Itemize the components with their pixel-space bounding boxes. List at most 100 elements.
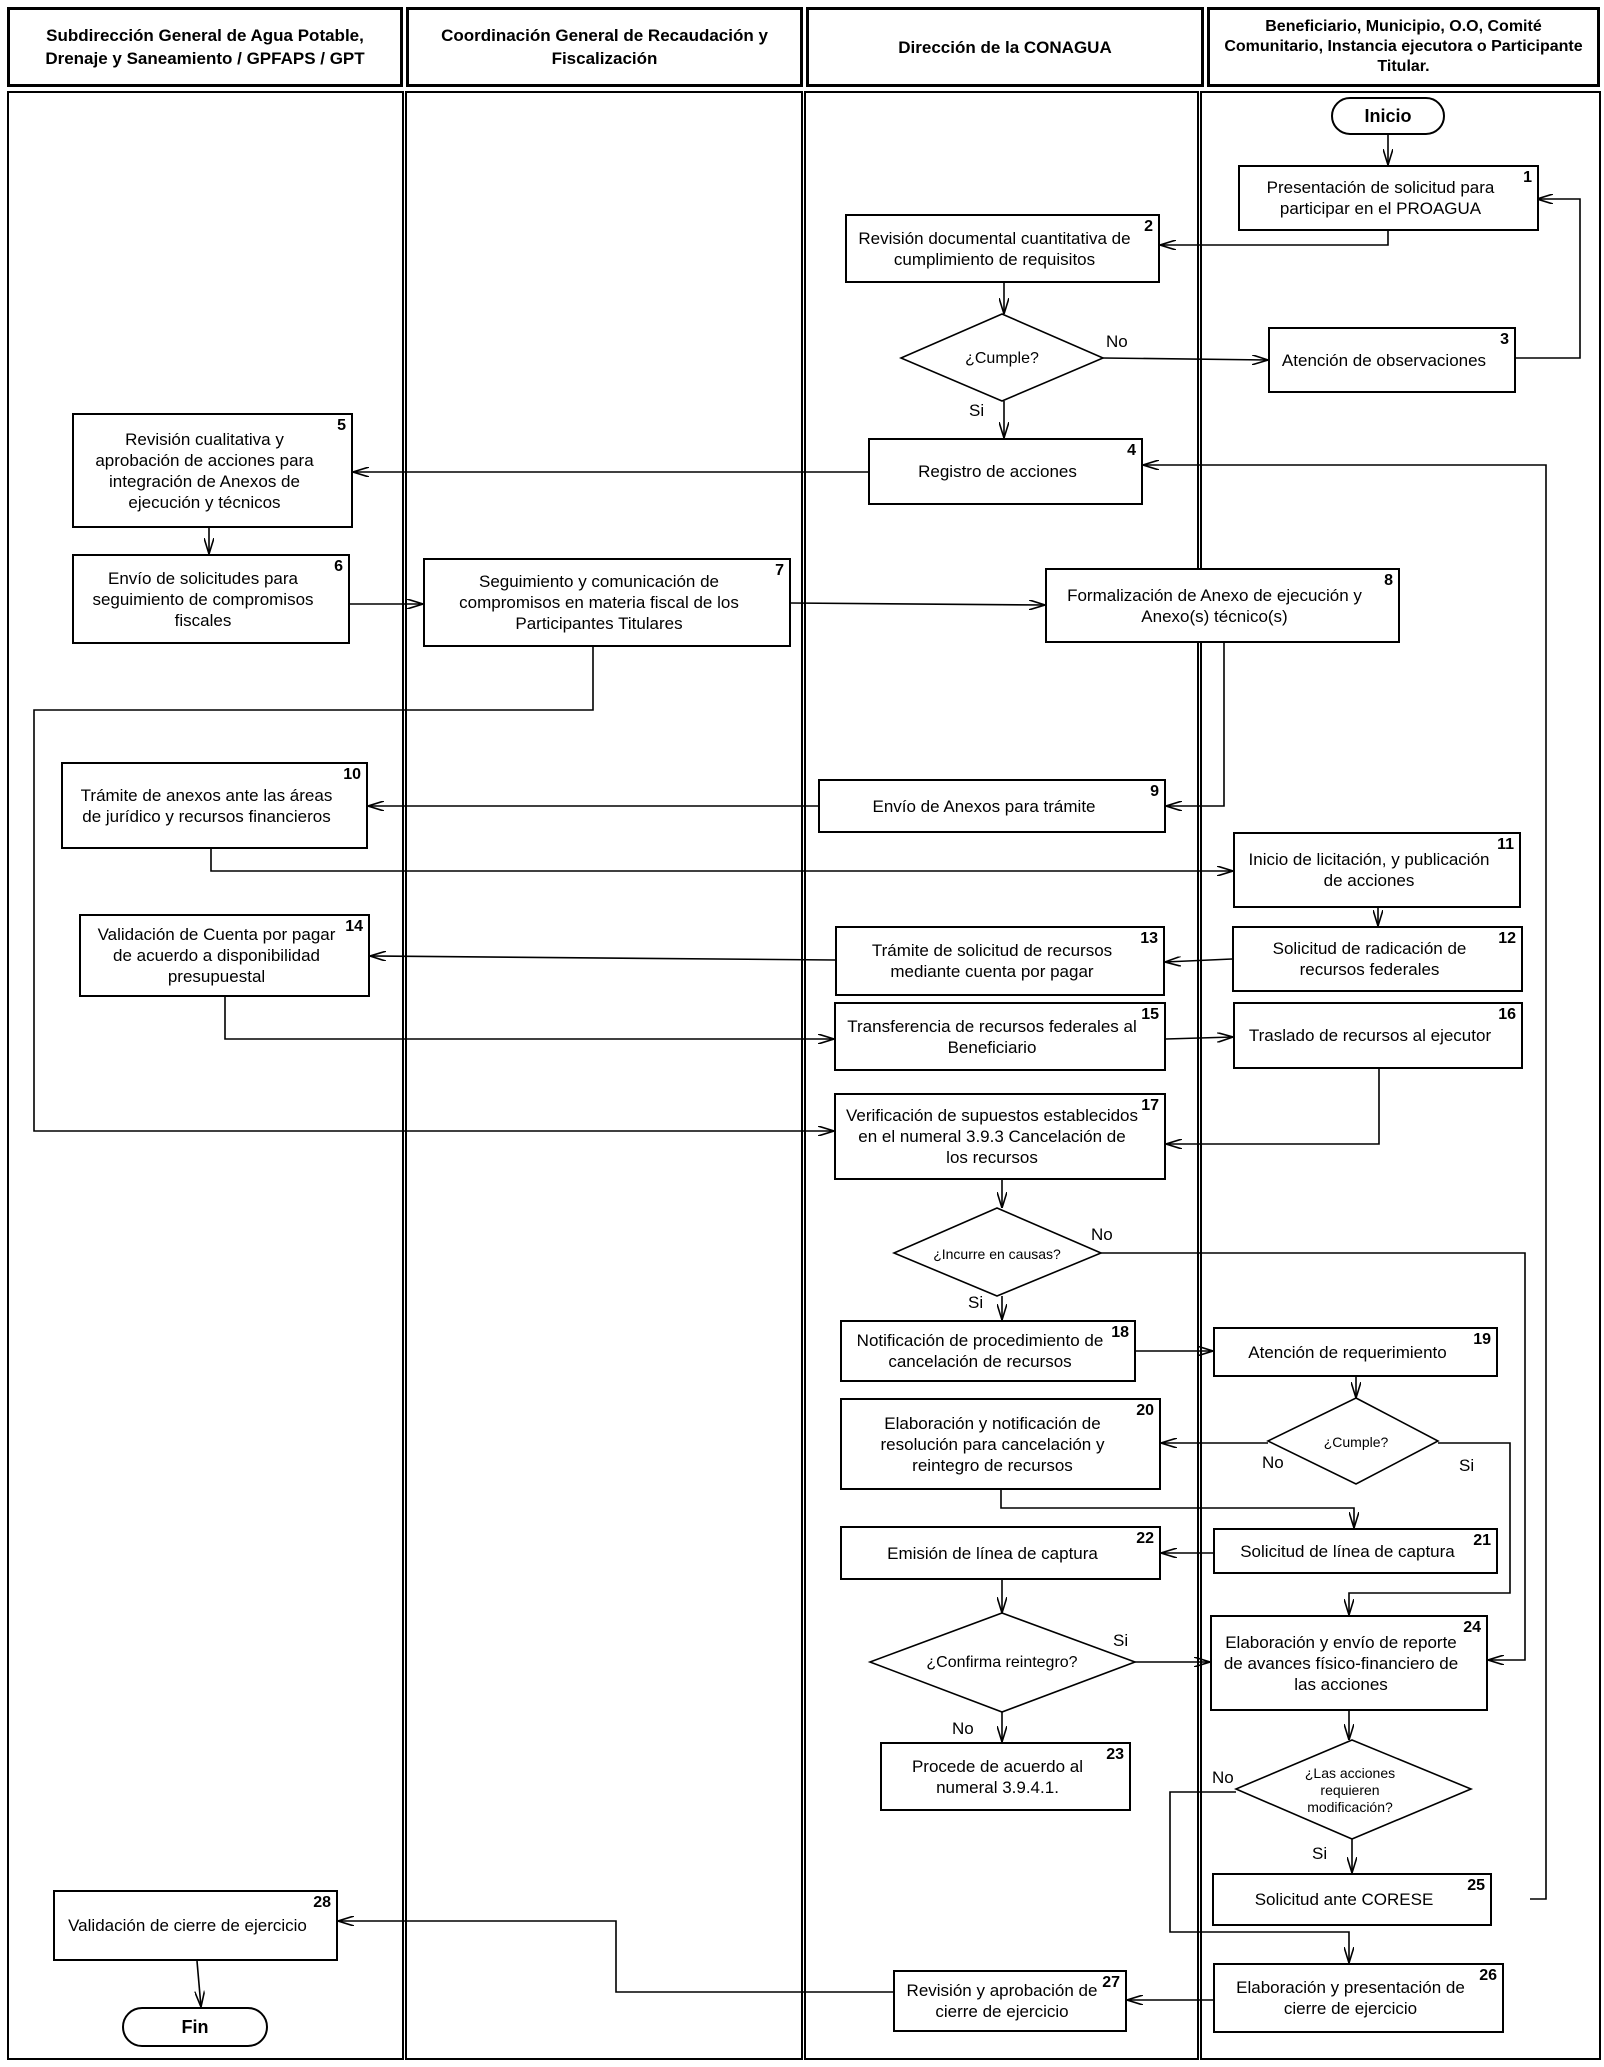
step-9-box: Envío de Anexos para trámite 9: [818, 779, 1166, 833]
decision-diamond-3: [1266, 1397, 1440, 1485]
step-13-text: Trámite de solicitud de recursos mediant…: [871, 941, 1113, 981]
step-15-text: Transferencia de recursos federales al B…: [847, 1016, 1137, 1057]
step-14-box: Validación de Cuenta por pagar de acuerd…: [79, 914, 370, 997]
step-17-text: Verificación de supuestos establecidos e…: [846, 1106, 1139, 1167]
step-24-number: 24: [1463, 1619, 1481, 1636]
step-19-text: Atención de requerimiento: [1248, 1342, 1447, 1362]
step-2-number: 2: [1144, 218, 1153, 235]
step-10-text: Trámite de anexos ante las áreas de jurí…: [80, 785, 333, 826]
step-9-number: 9: [1150, 783, 1159, 800]
step-3-number: 3: [1500, 331, 1509, 348]
step-21-number: 21: [1473, 1532, 1491, 1549]
step-12-box: Solicitud de radicación de recursos fede…: [1232, 926, 1523, 992]
step-1-number: 1: [1523, 169, 1532, 186]
decision-4-yes-label: Si: [1113, 1631, 1129, 1650]
step-10-box: Trámite de anexos ante las áreas de jurí…: [61, 762, 368, 849]
step-4-box: Registro de acciones 4: [868, 438, 1143, 505]
step-22-text: Emisión de línea de captura: [887, 1543, 1098, 1563]
step-23-box: Procede de acuerdo al numeral 3.9.4.1. 23: [880, 1742, 1131, 1811]
step-10-number: 10: [343, 766, 361, 783]
step-17-number: 17: [1141, 1097, 1159, 1114]
start-terminal: Inicio: [1331, 97, 1445, 135]
step-4-number: 4: [1127, 442, 1136, 459]
step-2-text: Revisión documental cuantitativa de cump…: [858, 228, 1131, 269]
lane-beneficiario: [1200, 91, 1601, 2060]
step-18-text: Notificación de procedimiento de cancela…: [856, 1331, 1104, 1371]
step-4-text: Registro de acciones: [918, 462, 1077, 481]
step-2-box: Revisión documental cuantitativa de cump…: [845, 214, 1160, 283]
step-7-number: 7: [775, 562, 784, 579]
decision-diamond-1: [898, 313, 1106, 402]
step-6-box: Envío de solicitudes para seguimiento de…: [72, 554, 350, 644]
decision-2-yes-label: Si: [968, 1293, 984, 1312]
decision-diamond-2: [891, 1207, 1104, 1297]
step-6-number: 6: [334, 558, 343, 575]
decision-1-text: ¿Cumple?: [965, 349, 1039, 367]
step-11-text: Inicio de licitación, y publicación de a…: [1248, 850, 1490, 890]
step-26-text: Elaboración y presentación de cierre de …: [1236, 1978, 1465, 2018]
step-20-text: Elaboración y notificación de resolución…: [880, 1413, 1105, 1475]
step-27-text: Revisión y aprobación de cierre de ejerc…: [906, 1981, 1098, 2021]
step-12-text: Solicitud de radicación de recursos fede…: [1272, 939, 1467, 979]
step-21-text: Solicitud de línea de captura: [1240, 1541, 1455, 1561]
step-22-box: Emisión de línea de captura 22: [840, 1526, 1161, 1580]
step-18-number: 18: [1111, 1324, 1129, 1341]
step-13-number: 13: [1140, 930, 1158, 947]
decision-4-text: ¿Confirma reintegro?: [926, 1653, 1078, 1671]
step-8-text: Formalización de Anexo de ejecución y An…: [1067, 585, 1362, 626]
step-15-number: 15: [1141, 1006, 1159, 1023]
lane-header-beneficiario: Beneficiario, Municipio, O.O, Comité Com…: [1207, 7, 1600, 87]
step-5-number: 5: [337, 417, 346, 434]
step-20-box: Elaboración y notificación de resolución…: [840, 1398, 1161, 1490]
step-8-box: Formalización de Anexo de ejecución y An…: [1045, 568, 1400, 643]
decision-3-yes-label: Si: [1459, 1456, 1475, 1475]
step-24-box: Elaboración y envío de reporte de avance…: [1210, 1615, 1488, 1711]
step-5-text: Revisión cualitativa y aprobación de acc…: [95, 429, 314, 512]
step-27-box: Revisión y aprobación de cierre de ejerc…: [893, 1970, 1127, 2032]
lane-coordinacion: [405, 91, 803, 2060]
step-3-text: Atención de observaciones: [1281, 350, 1487, 370]
step-1-text: Presentación de solicitud para participa…: [1266, 178, 1495, 218]
lane-header-subdireccion: Subdirección General de Agua Potable, Dr…: [7, 7, 403, 87]
step-7-text: Seguimiento y comunicación de compromiso…: [459, 572, 739, 633]
step-25-text: Solicitud ante CORESE: [1254, 1890, 1434, 1909]
step-14-number: 14: [345, 918, 363, 935]
step-9-text: Envío de Anexos para trámite: [872, 796, 1096, 816]
step-7-box: Seguimiento y comunicación de compromiso…: [423, 558, 791, 647]
step-8-number: 8: [1384, 572, 1393, 589]
step-19-number: 19: [1473, 1331, 1491, 1348]
step-17-box: Verificación de supuestos establecidos e…: [834, 1093, 1166, 1180]
step-6-text: Envío de solicitudes para seguimiento de…: [92, 568, 314, 630]
decision-5-no-label: No: [1212, 1768, 1234, 1787]
decision-2-text: ¿Incurre en causas?: [933, 1245, 1061, 1262]
step-27-number: 27: [1102, 1974, 1120, 1991]
decision-2-no-label: No: [1091, 1225, 1113, 1244]
step-5-box: Revisión cualitativa y aprobación de acc…: [72, 413, 353, 528]
decision-1-yes-label: Si: [969, 401, 985, 420]
step-1-box: Presentación de solicitud para participa…: [1238, 165, 1539, 231]
step-14-text: Validación de Cuenta por pagar de acuerd…: [97, 925, 336, 986]
step-3-box: Atención de observaciones 3: [1268, 327, 1516, 393]
lane-header-direccion: Dirección de la CONAGUA: [806, 7, 1204, 87]
step-26-number: 26: [1479, 1967, 1497, 1984]
step-22-number: 22: [1136, 1530, 1154, 1547]
decision-5-yes-label: Si: [1312, 1844, 1328, 1863]
step-23-text: Procede de acuerdo al numeral 3.9.4.1.: [911, 1756, 1084, 1797]
decision-3-text: ¿Cumple?: [1323, 1433, 1389, 1450]
step-11-box: Inicio de licitación, y publicación de a…: [1233, 832, 1521, 908]
step-28-number: 28: [313, 1894, 331, 1911]
step-16-number: 16: [1498, 1006, 1516, 1023]
decision-3-no-label: No: [1262, 1453, 1284, 1472]
decision-4-no-label: No: [952, 1719, 974, 1738]
lane-subdireccion: [7, 91, 404, 2060]
step-23-number: 23: [1106, 1746, 1124, 1763]
lane-header-coordinacion: Coordinación General de Recaudación y Fi…: [406, 7, 803, 87]
step-15-box: Transferencia de recursos federales al B…: [834, 1002, 1166, 1071]
step-24-text: Elaboración y envío de reporte de avance…: [1223, 1632, 1459, 1694]
step-19-box: Atención de requerimiento 19: [1213, 1327, 1498, 1377]
step-26-box: Elaboración y presentación de cierre de …: [1213, 1963, 1504, 2033]
decision-5-text: ¿Las acciones requieren modificación?: [1304, 1764, 1396, 1815]
step-25-number: 25: [1467, 1877, 1485, 1894]
